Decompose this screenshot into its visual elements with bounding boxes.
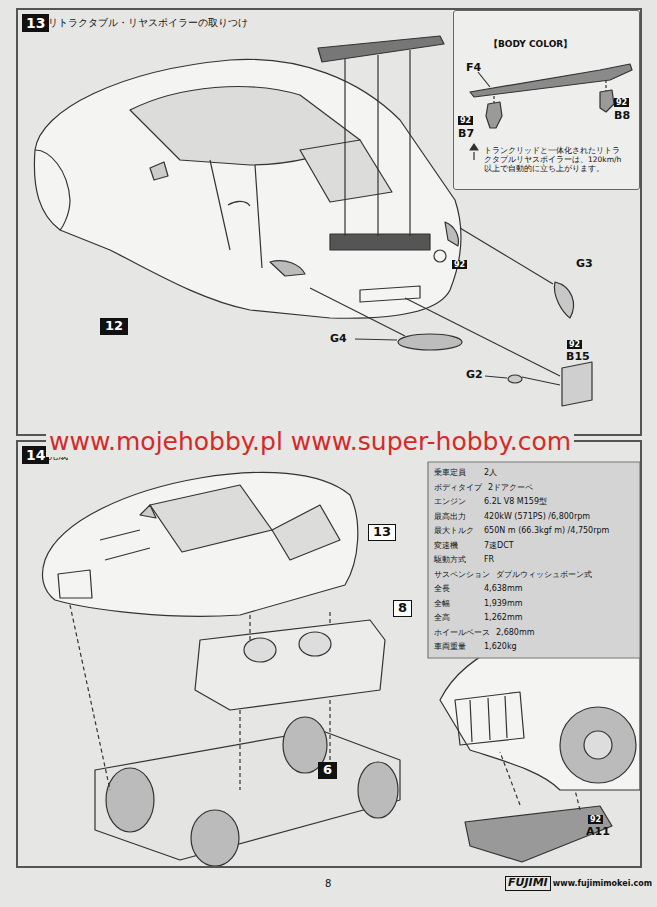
part-number: A11 bbox=[586, 826, 610, 839]
seat bbox=[244, 638, 276, 662]
part-number: B15 bbox=[566, 351, 590, 364]
plate-recess bbox=[360, 286, 420, 302]
step-panel: 14完成 bbox=[16, 440, 642, 868]
door-line bbox=[210, 160, 262, 268]
spec-value: 1,939mm bbox=[484, 599, 523, 608]
wheel bbox=[358, 762, 398, 818]
hood-line bbox=[100, 530, 150, 560]
bracket-part bbox=[600, 90, 614, 112]
step-reference: 12 bbox=[100, 318, 128, 335]
mirror bbox=[150, 162, 168, 180]
window bbox=[272, 505, 340, 560]
car-body bbox=[34, 59, 461, 318]
spec-value: 650N m (66.3kgf m) /4,750rpm bbox=[484, 526, 609, 535]
spec-value: 6.2L V8 M159型 bbox=[484, 497, 547, 506]
watermark: www.mojehobby.pl www.super-hobby.com bbox=[46, 428, 574, 457]
chassis bbox=[95, 730, 400, 860]
assembly-note: トランクリッドと一体化されたリトラクタブルリヤスポイラーは、120km/h以上で… bbox=[484, 146, 626, 173]
spec-key: 駆動方式 bbox=[434, 555, 466, 564]
spec-value: 4,638mm bbox=[484, 584, 523, 593]
spoiler-part bbox=[318, 36, 444, 62]
tail-light bbox=[270, 261, 305, 276]
grille bbox=[58, 570, 92, 598]
glue-mark: 92 bbox=[588, 815, 603, 824]
lens-part bbox=[398, 334, 462, 350]
lens-part bbox=[508, 375, 522, 383]
wheel-arch bbox=[35, 150, 70, 230]
leader-line bbox=[310, 288, 405, 340]
part-number: F4 bbox=[466, 62, 481, 75]
step-number: 13 bbox=[22, 14, 49, 32]
wheel-hub bbox=[584, 731, 612, 759]
car-body bbox=[42, 472, 357, 616]
spec-value: 1,262mm bbox=[484, 613, 523, 622]
leader-line bbox=[405, 298, 560, 376]
spec-key: 全高 bbox=[434, 613, 450, 622]
spec-key: ホイールベース bbox=[434, 628, 490, 637]
part-number: B7 bbox=[458, 128, 474, 141]
leader-line bbox=[494, 80, 606, 103]
glue-mark: 92 bbox=[567, 340, 582, 349]
emblem bbox=[434, 250, 446, 262]
spec-key: 全幅 bbox=[434, 599, 450, 608]
undertray-part bbox=[465, 806, 612, 862]
assembly-line bbox=[70, 605, 330, 790]
color-note: 【BODY COLOR】 bbox=[489, 39, 572, 49]
bracket-part bbox=[486, 102, 502, 128]
spec-value: 1,620kg bbox=[484, 642, 517, 651]
website: www.fujimimokei.com bbox=[553, 879, 652, 888]
glue-mark: 92 bbox=[452, 260, 467, 269]
warning-icon bbox=[470, 144, 478, 160]
spec-key: 車両重量 bbox=[434, 642, 466, 651]
wheel bbox=[191, 810, 239, 866]
tail-light bbox=[445, 222, 458, 246]
spec-key: エンジン bbox=[434, 497, 466, 506]
part-number: B8 bbox=[614, 110, 630, 123]
wheel bbox=[560, 707, 636, 783]
assembly-line bbox=[500, 752, 580, 810]
spec-table bbox=[428, 462, 640, 658]
spec-key: 変速機 bbox=[434, 541, 458, 550]
plate-part bbox=[562, 362, 592, 406]
interior-tub bbox=[195, 620, 385, 710]
spec-value: 2人 bbox=[484, 468, 497, 477]
leader-line bbox=[485, 376, 560, 385]
part-number: G3 bbox=[576, 258, 593, 271]
spec-key: 最大トルク bbox=[434, 526, 474, 535]
side-vent bbox=[228, 201, 250, 206]
spec-value: 420kW (571PS) /6,800rpm bbox=[484, 512, 590, 521]
leader-line bbox=[460, 228, 553, 284]
glue-mark: 92 bbox=[614, 98, 629, 107]
seat bbox=[299, 632, 331, 656]
spec-key: 乗車定員 bbox=[434, 468, 466, 477]
spec-value: 2ドアクーペ bbox=[488, 483, 533, 492]
mirror bbox=[140, 505, 156, 518]
spec-value: 2,680mm bbox=[496, 628, 535, 637]
spec-key: ボディタイプ bbox=[434, 483, 482, 492]
page-number: 8 bbox=[325, 878, 331, 890]
wheel bbox=[106, 768, 154, 832]
part-number: G4 bbox=[330, 333, 347, 346]
spec-value: FR bbox=[484, 555, 494, 564]
windshield bbox=[150, 485, 272, 552]
trunk-recess bbox=[330, 234, 430, 250]
glue-mark: 92 bbox=[458, 116, 473, 125]
inset-ground bbox=[453, 10, 640, 190]
step-reference: 6 bbox=[318, 762, 337, 779]
leader-line bbox=[345, 50, 410, 236]
brand-logo: FUJIMI bbox=[505, 876, 551, 891]
spec-value: ダブルウィッシュボーン式 bbox=[496, 570, 592, 579]
spec-key: 全長 bbox=[434, 584, 450, 593]
spec-value: 7速DCT bbox=[484, 541, 514, 550]
part-number: G2 bbox=[466, 369, 483, 382]
step-heading: リトラクタブル・リヤスポイラーの取りつけ bbox=[48, 17, 248, 29]
step-panel: 13リトラクタブル・リヤスポイラーの取りつけ【BODY COLOR】 bbox=[16, 8, 642, 436]
spec-key: 最高出力 bbox=[434, 512, 466, 521]
step-reference: 13 bbox=[368, 524, 396, 541]
leader-line bbox=[478, 72, 490, 87]
spec-key: サスペンション bbox=[434, 570, 490, 579]
step-reference: 8 bbox=[393, 600, 412, 617]
lens-part bbox=[554, 282, 573, 318]
grille bbox=[455, 692, 524, 745]
